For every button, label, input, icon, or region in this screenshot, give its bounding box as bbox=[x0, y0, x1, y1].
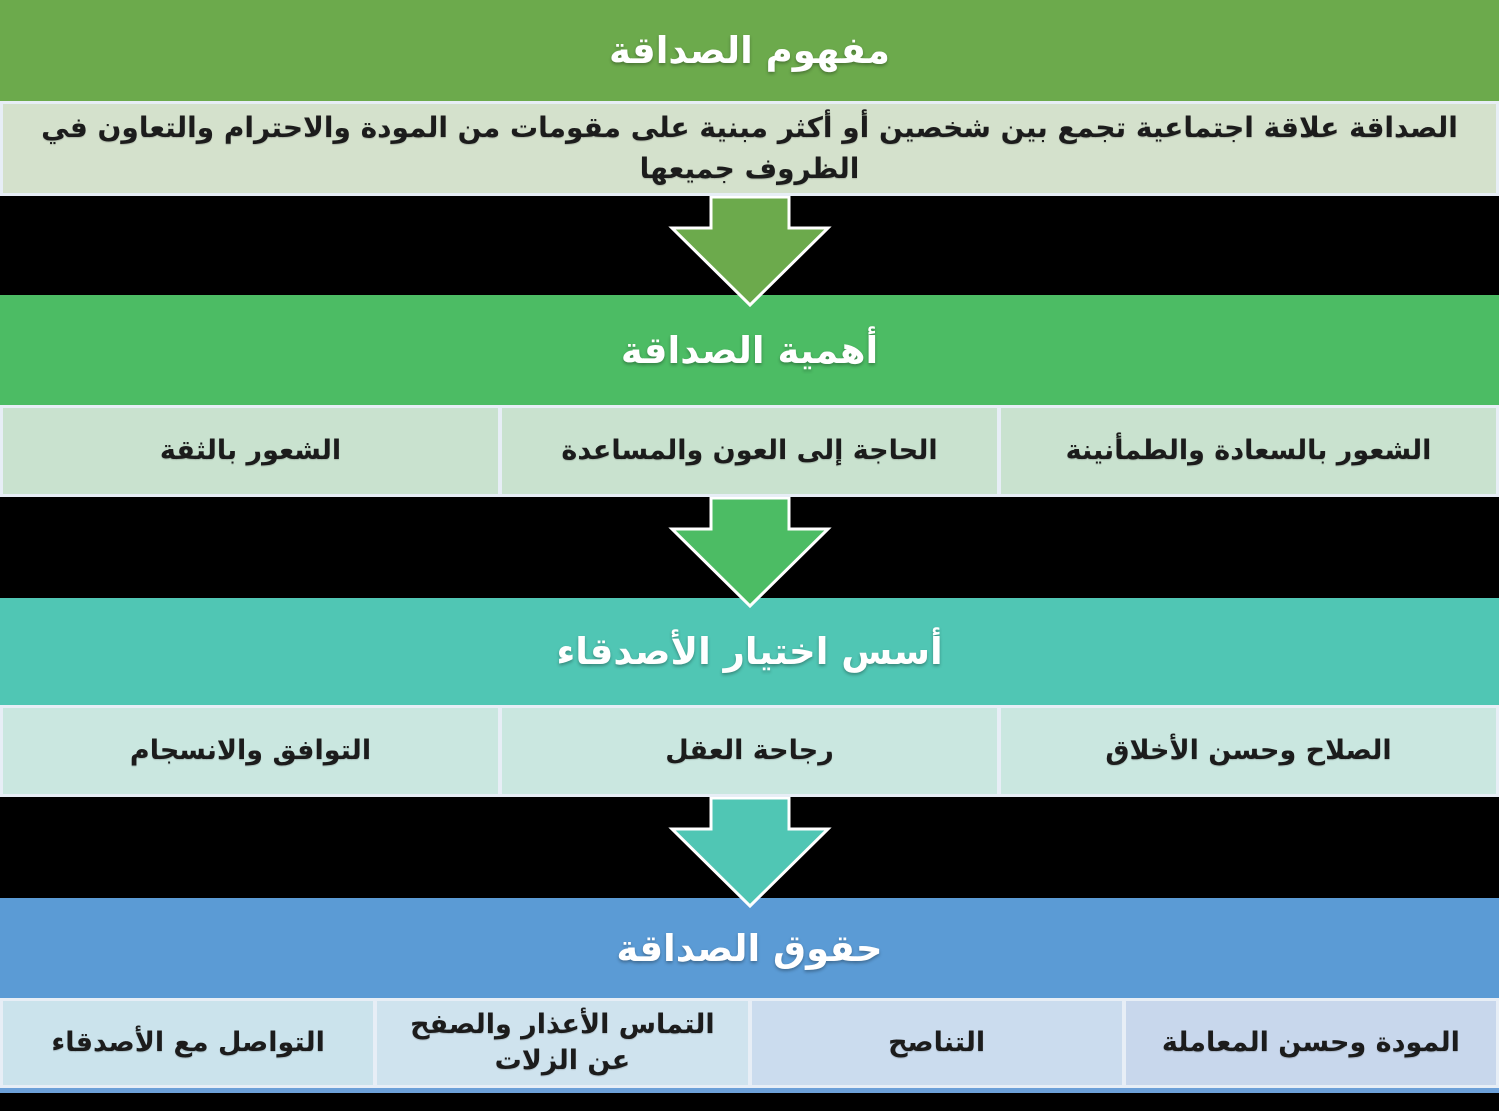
section-importance-cells-row: الشعور بالسعادة والطمأنينة الحاجة إلى ال… bbox=[0, 405, 1499, 497]
rights-cell-advice: التناصح bbox=[751, 1001, 1122, 1085]
rights-cell-excuses: التماس الأعذار والصفح عن الزلات bbox=[377, 1001, 748, 1085]
foundations-cell-morals: الصلاح وحسن الأخلاق bbox=[1001, 708, 1496, 794]
importance-cell-help: الحاجة إلى العون والمساعدة bbox=[502, 408, 997, 494]
down-arrow-shape bbox=[667, 497, 832, 609]
section-rights-cells-row: المودة وحسن المعاملة التناصح التماس الأع… bbox=[0, 998, 1499, 1088]
section-foundations-header: أسس اختيار الأصدقاء bbox=[0, 598, 1499, 705]
foundations-cell-harmony: التوافق والانسجام bbox=[3, 708, 498, 794]
bottom-accent-line bbox=[0, 1088, 1499, 1093]
down-arrow-icon bbox=[667, 497, 832, 609]
down-arrow-shape bbox=[667, 797, 832, 909]
section-rights-header: حقوق الصداقة bbox=[0, 898, 1499, 998]
rights-cell-affection: المودة وحسن المعاملة bbox=[1125, 1001, 1496, 1085]
rights-cell-communication: التواصل مع الأصدقاء bbox=[3, 1001, 374, 1085]
section-concept-title: مفهوم الصداقة bbox=[609, 29, 890, 72]
section-foundations-title: أسس اختيار الأصدقاء bbox=[556, 630, 943, 673]
connector-gap-3 bbox=[0, 797, 1499, 909]
connector-gap-1 bbox=[0, 196, 1499, 308]
section-importance-title: أهمية الصداقة bbox=[620, 328, 879, 372]
section-importance-header: أهمية الصداقة bbox=[0, 295, 1499, 405]
down-arrow-shape bbox=[667, 196, 832, 308]
connector-gap-2 bbox=[0, 497, 1499, 609]
concept-description: الصداقة علاقة اجتماعية تجمع بين شخصين أو… bbox=[3, 104, 1496, 193]
bottom-black-strip bbox=[0, 1093, 1499, 1111]
section-concept-body-row: الصداقة علاقة اجتماعية تجمع بين شخصين أو… bbox=[0, 101, 1499, 196]
importance-cell-happiness: الشعور بالسعادة والطمأنينة bbox=[1001, 408, 1496, 494]
section-foundations-cells-row: الصلاح وحسن الأخلاق رجاحة العقل التوافق … bbox=[0, 705, 1499, 797]
section-concept-header: مفهوم الصداقة bbox=[0, 0, 1499, 101]
down-arrow-icon bbox=[667, 196, 832, 308]
down-arrow-icon bbox=[667, 797, 832, 909]
foundations-cell-mind: رجاحة العقل bbox=[502, 708, 997, 794]
importance-cell-trust: الشعور بالثقة bbox=[3, 408, 498, 494]
section-rights-title: حقوق الصداقة bbox=[616, 926, 883, 970]
